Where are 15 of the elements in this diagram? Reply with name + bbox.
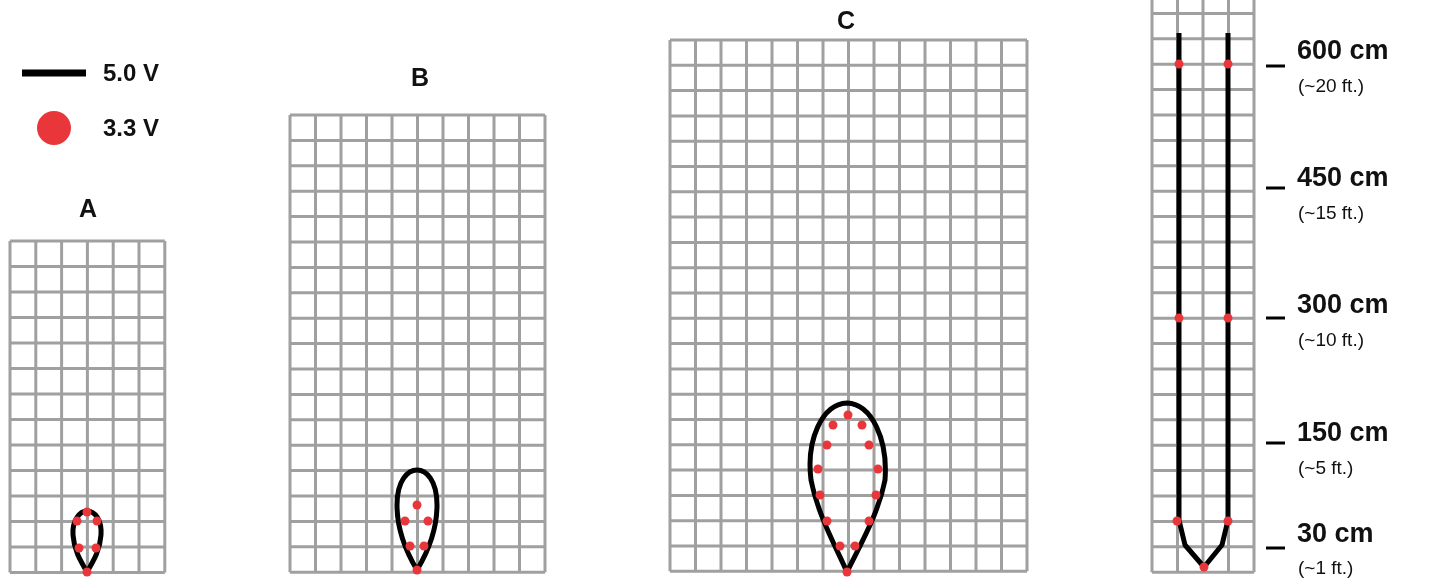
distance-label: 450 cm: [1297, 164, 1389, 191]
distance-label: (~15 ft.): [1298, 203, 1364, 222]
distance-label: 300 cm: [1297, 291, 1389, 318]
legend-label: 3.3 V: [103, 116, 160, 140]
distance-label: 30 cm: [1297, 520, 1374, 547]
distance-label: (~5 ft.): [1298, 458, 1354, 477]
distance-label: 600 cm: [1297, 37, 1389, 64]
distance-label: (~1 ft.): [1298, 558, 1354, 577]
panel-letter: C: [836, 8, 856, 33]
distance-label: (~10 ft.): [1298, 330, 1364, 349]
panel-letter: A: [78, 196, 98, 221]
distance-label: 150 cm: [1297, 419, 1389, 446]
distance-label: (~20 ft.): [1298, 76, 1364, 95]
panel-letter: B: [410, 65, 430, 90]
legend-label: 5.0 V: [103, 61, 160, 85]
